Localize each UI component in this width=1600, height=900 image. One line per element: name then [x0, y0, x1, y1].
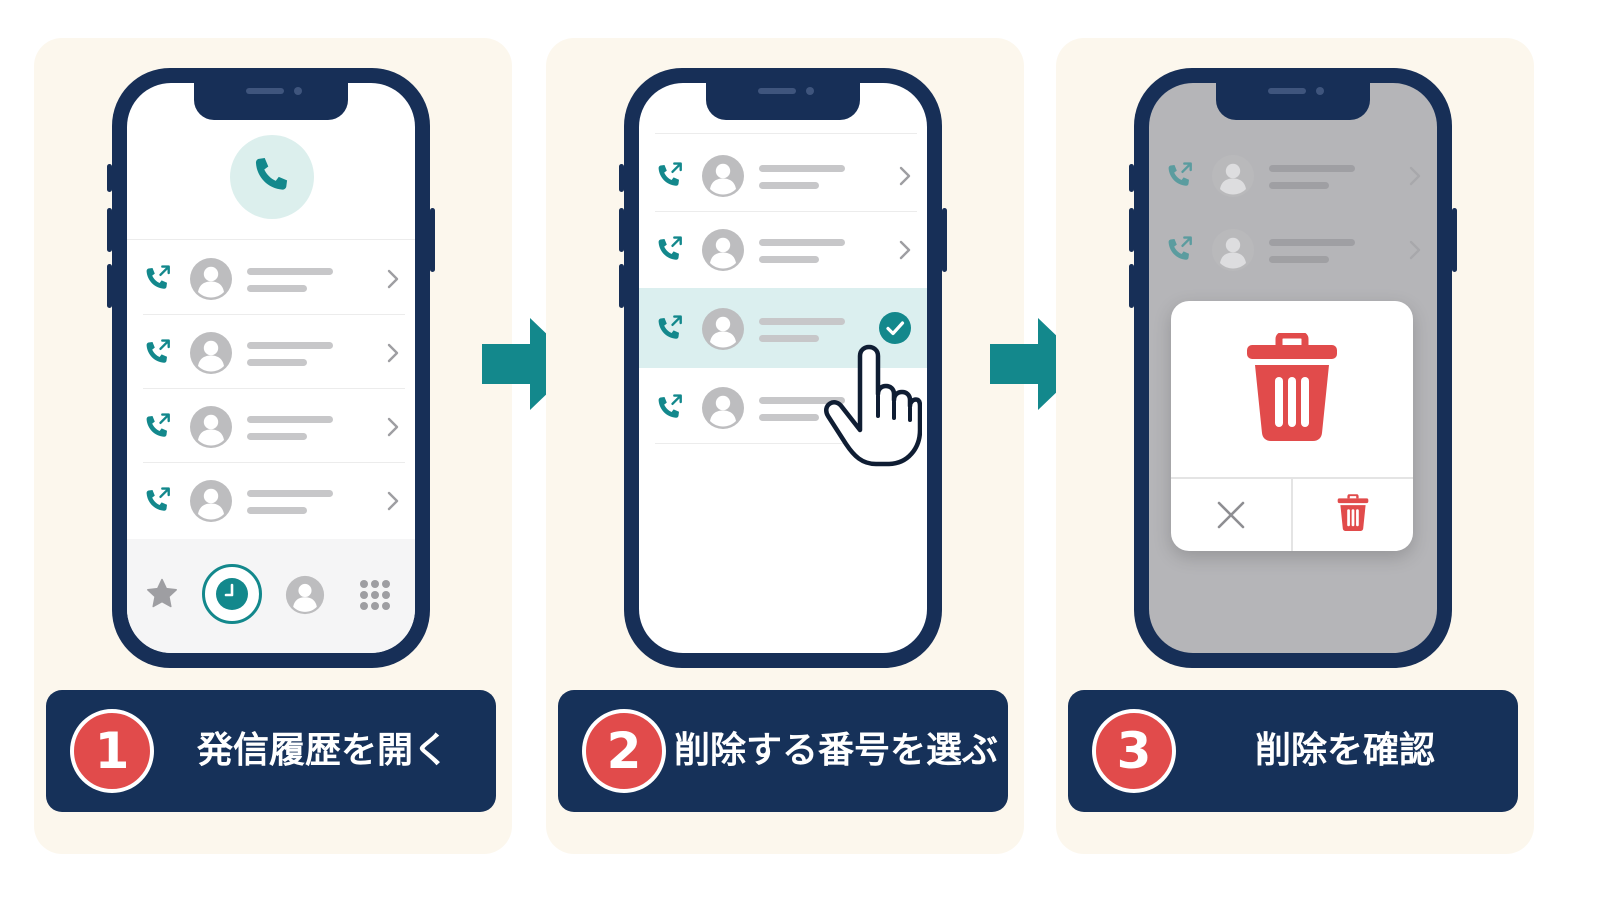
- bottom-tab-bar: [127, 539, 415, 653]
- step-panel-3: 3 削除を確認: [1056, 38, 1534, 854]
- avatar-icon: [189, 257, 233, 301]
- step-panel-2: 2 削除する番号を選ぶ: [546, 38, 1024, 854]
- cancel-button[interactable]: [1171, 479, 1291, 551]
- trash-icon: [1245, 333, 1339, 443]
- clock-icon[interactable]: [201, 563, 263, 625]
- chevron-right-icon: [1407, 238, 1423, 262]
- avatar-icon: [701, 386, 745, 430]
- step-label-2: 2 削除する番号を選ぶ: [558, 690, 1008, 812]
- avatar-icon: [189, 331, 233, 375]
- delete-button[interactable]: [1293, 479, 1413, 551]
- chevron-right-icon: [897, 164, 913, 188]
- chevron-right-icon: [385, 489, 401, 513]
- step-number-badge: 3: [1092, 709, 1176, 793]
- delete-confirm-dialog: [1171, 301, 1413, 551]
- avatar-icon: [701, 228, 745, 272]
- list-item[interactable]: [127, 241, 415, 315]
- phone-mockup-2: [619, 68, 947, 668]
- step-panel-1: 1 発信履歴を開く: [34, 38, 512, 854]
- chevron-right-icon: [385, 341, 401, 365]
- outgoing-call-icon: [1165, 161, 1195, 191]
- phone-notch: [194, 82, 348, 120]
- phone-screen-confirm-delete: [1149, 83, 1437, 653]
- list-item[interactable]: [639, 370, 927, 444]
- chevron-right-icon: [385, 415, 401, 439]
- outgoing-call-icon: [655, 161, 685, 191]
- chevron-right-icon: [385, 267, 401, 291]
- outgoing-call-icon: [655, 393, 685, 423]
- avatar-icon: [701, 154, 745, 198]
- outgoing-call-icon: [143, 486, 173, 516]
- check-icon: [879, 312, 911, 344]
- list-item: [1149, 138, 1437, 212]
- list-item[interactable]: [127, 315, 415, 389]
- avatar-icon: [1211, 154, 1255, 198]
- phone-screen-call-history: [127, 83, 415, 653]
- step-text: 発信履歴を開く: [196, 730, 449, 771]
- pointing-hand-icon: [824, 344, 922, 467]
- star-icon[interactable]: [145, 577, 179, 611]
- list-item: [1149, 212, 1437, 286]
- step-label-3: 3 削除を確認: [1068, 690, 1518, 812]
- outgoing-call-icon: [143, 338, 173, 368]
- list-item[interactable]: [127, 389, 415, 463]
- list-item[interactable]: [639, 138, 927, 212]
- contact-icon[interactable]: [285, 575, 325, 615]
- outgoing-call-icon: [655, 314, 685, 344]
- phone-notch: [1216, 82, 1370, 120]
- phone-mockup-3: [1129, 68, 1457, 668]
- phone-icon: [230, 135, 314, 219]
- avatar-icon: [189, 405, 233, 449]
- outgoing-call-icon: [1165, 235, 1195, 265]
- step-number-badge: 1: [70, 709, 154, 793]
- phone-screen-select-number: [639, 83, 927, 653]
- step-number-badge: 2: [582, 709, 666, 793]
- outgoing-call-icon: [143, 264, 173, 294]
- phone-notch: [706, 82, 860, 120]
- step-label-1: 1 発信履歴を開く: [46, 690, 496, 812]
- chevron-right-icon: [1407, 164, 1423, 188]
- avatar-icon: [189, 479, 233, 523]
- keypad-icon[interactable]: [359, 579, 391, 611]
- list-item[interactable]: [639, 212, 927, 286]
- trash-icon: [1337, 493, 1369, 533]
- phone-mockup-1: [107, 68, 435, 668]
- chevron-right-icon: [897, 238, 913, 262]
- outgoing-call-icon: [655, 235, 685, 265]
- avatar-icon: [701, 307, 745, 351]
- outgoing-call-icon: [143, 412, 173, 442]
- list-item[interactable]: [127, 463, 415, 537]
- step-text: 削除を確認: [1254, 730, 1435, 771]
- step-text: 削除する番号を選ぶ: [674, 730, 999, 771]
- close-icon: [1217, 501, 1245, 529]
- avatar-icon: [1211, 228, 1255, 272]
